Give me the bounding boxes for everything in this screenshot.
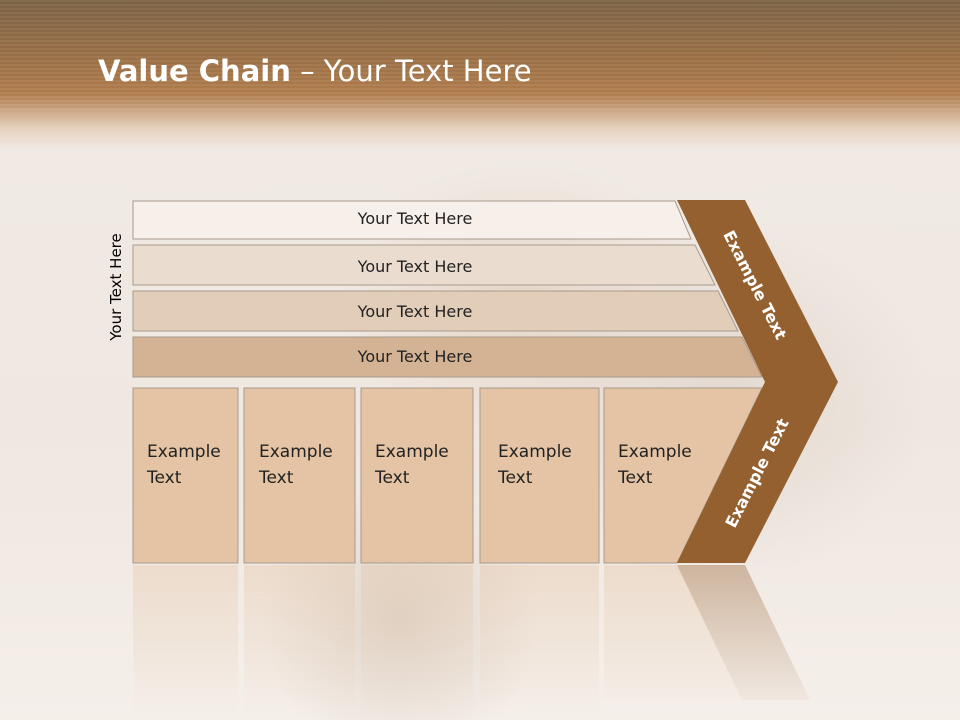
bar-1-label: Your Text Here	[357, 209, 473, 228]
column-2	[243, 387, 356, 564]
column-3	[360, 387, 474, 564]
reflection	[133, 565, 810, 720]
chevron-arrow	[677, 200, 838, 563]
bar-2	[132, 244, 716, 286]
header-band	[0, 0, 960, 150]
page-title: Value Chain – Your Text Here	[98, 54, 532, 88]
bar-1	[132, 200, 692, 240]
bar-4-label: Your Text Here	[357, 347, 473, 366]
column-1	[132, 387, 239, 564]
bar-3-label: Your Text Here	[357, 302, 473, 321]
column-4	[479, 387, 600, 564]
bar-2-label: Your Text Here	[357, 257, 473, 276]
bar-3	[132, 290, 739, 332]
bar-4	[132, 336, 763, 378]
